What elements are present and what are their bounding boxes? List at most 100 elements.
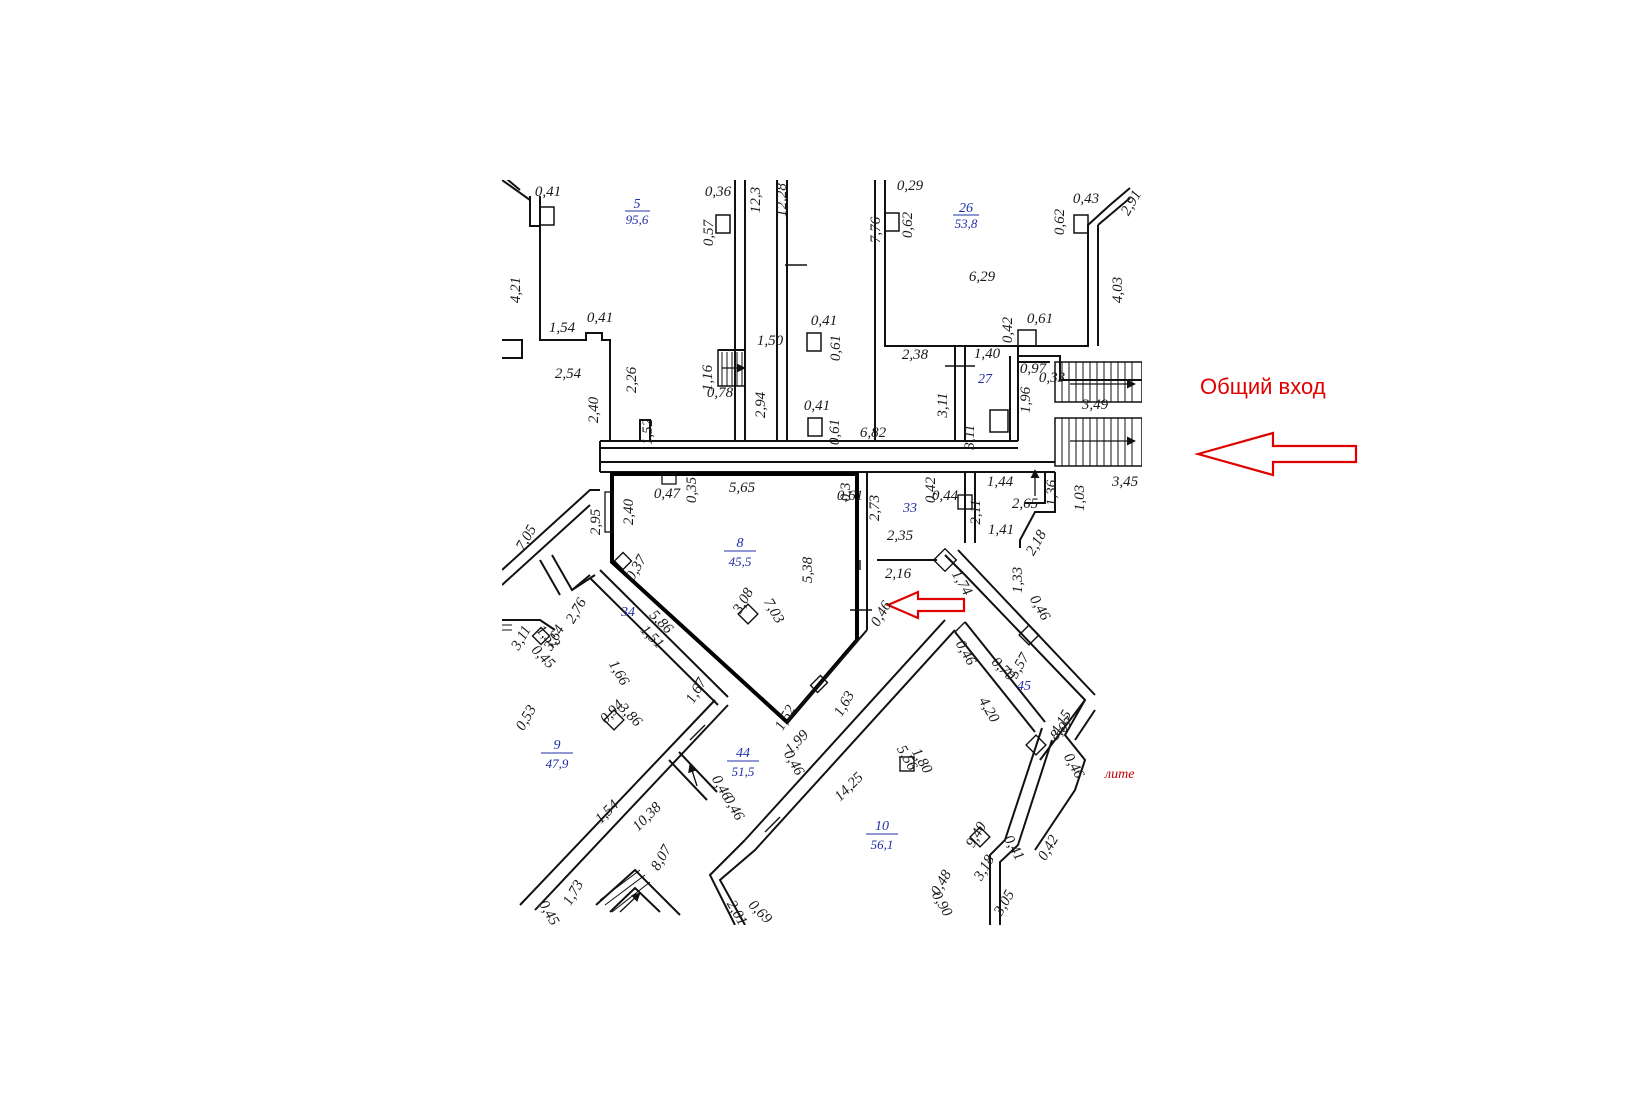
dimension-label: 4,21 [508, 277, 524, 303]
dimension-label: 8,07 [648, 841, 676, 873]
dimension-label: 1,52 [772, 702, 799, 733]
dimension-label: 0,62 [1052, 208, 1068, 235]
dimension-label: 0,44 [932, 488, 959, 504]
dimension-label: 2,76 [563, 595, 590, 626]
dimension-label: 6,82 [860, 425, 887, 441]
dimension-label: 1,50 [757, 333, 784, 349]
dimension-label: 0,35 [684, 476, 700, 503]
dimension-label: 2,18 [1023, 527, 1050, 558]
dimension-label: 1,74 [948, 568, 975, 599]
dimension-label: 4,03 [1110, 277, 1126, 303]
dimension-label: 0,33 [1039, 370, 1065, 386]
dimension-label: 2,91 [1118, 188, 1145, 219]
room-9-area: 47,9 [546, 756, 569, 771]
dimension-label: 0,46 [1026, 593, 1053, 624]
dimension-label: 1,67 [683, 674, 711, 706]
room-labels: 5 95,6 26 53,8 8 45,5 9 47,9 44 51,5 10 … [541, 197, 1031, 852]
dimension-label: 1,36 [1044, 479, 1060, 506]
dimension-label: 1,54 [549, 320, 576, 336]
room-26-number: 26 [959, 201, 973, 216]
dimension-label: 0,57 [701, 218, 717, 246]
dimension-label: 0,53 [513, 703, 540, 734]
stair-bottom-left [595, 868, 681, 916]
dimension-label: 9,40 [963, 819, 990, 850]
room-8-area: 45,5 [729, 554, 752, 569]
dimension-label: 1,63 [831, 689, 858, 720]
dimension-label: 2,54 [555, 366, 582, 382]
dimension-label: 0,29 [897, 178, 924, 194]
dimension-label: 4,20 [975, 695, 1002, 726]
dimension-label: 2,73 [867, 495, 883, 521]
dimension-label: 0,62 [900, 211, 916, 238]
room-44-number: 44 [736, 746, 750, 761]
dimension-label: 0,33 [0, 0, 13, 4]
dimension-label: 12,28 [774, 183, 790, 217]
dimension-label: 0,47 [654, 486, 682, 502]
dimension-label: 0,45 [535, 898, 562, 929]
entrance-pointer-arrow [1193, 431, 1358, 477]
dimension-label: 3,11 [935, 392, 951, 418]
dimension-label: 1,16 [700, 364, 716, 391]
dimension-label: 0,3 [838, 483, 854, 502]
dimension-label: 3,45 [1111, 474, 1139, 490]
dimension-label: 0,61 [1027, 311, 1053, 327]
dimension-label: 5,38 [800, 556, 816, 583]
dimension-label: 2,94 [753, 391, 769, 418]
dimension-label: 5,65 [729, 480, 756, 496]
dimension-label: 0,41 [587, 310, 613, 326]
dimension-label: 1,66 [605, 658, 632, 689]
dimension-label: 0,97 [1020, 361, 1048, 377]
dimension-label: 1,33 [1010, 567, 1026, 593]
room-9-number: 9 [554, 738, 561, 753]
dimension-label: 0,46 [952, 638, 979, 669]
dimension-label: 4,17 [0, 0, 15, 4]
room-44-area: 51,5 [732, 764, 755, 779]
room-27-number: 27 [978, 372, 993, 387]
dimension-label: 12,3 [748, 187, 764, 213]
dimension-label: 3,18 [971, 852, 999, 884]
dimension-label: 0,41 [535, 184, 561, 200]
dimension-label: 0,61 [827, 419, 843, 445]
dimension-label: 1,44 [987, 474, 1014, 490]
dimension-label: 3,49 [1081, 397, 1109, 413]
dimension-label: 3,08 [730, 585, 758, 617]
dimension-label: 0,43 [1073, 191, 1099, 207]
dimension-label: 2,40 [586, 396, 602, 423]
dimension-label: 0,46 [1060, 751, 1087, 782]
dimension-label: 0,61 [828, 335, 844, 361]
dimension-label: 1,03 [1072, 485, 1088, 511]
room-33-number: 33 [902, 501, 917, 516]
dimension-label: 0,41 [804, 398, 830, 414]
dimension-label: 0,42 [1000, 316, 1016, 343]
dimension-label: 0,90 [928, 889, 955, 920]
liter-label: лите [1104, 767, 1134, 782]
dimension-label: 0,46 [720, 793, 747, 824]
dimension-label: 5,57 [1006, 649, 1034, 681]
room-45-number: 45 [1017, 679, 1031, 694]
dimension-label: 0,69 [745, 897, 775, 927]
dimension-label: 2,65 [1012, 496, 1039, 512]
dimension-labels: 0,41 0,36 12,3 12,28 0,29 0,43 2,91 0,57 7,76 0,6… [0, 0, 1145, 929]
dimension-label: 2,11 [968, 499, 984, 524]
entrance-stairs [1018, 355, 1142, 467]
dimension-label: 2,38 [902, 347, 929, 363]
dimension-label: 1,41 [988, 522, 1014, 538]
dimension-label: 7,76 [868, 216, 884, 243]
dimension-label: 0,36 [705, 184, 732, 200]
dimension-label: 0,61 [837, 488, 863, 504]
dimension-label: 2,35 [887, 528, 914, 544]
dimension-label: 0,42 [1035, 832, 1062, 863]
dimension-label: 2,26 [624, 366, 640, 393]
dimension-label: 1,73 [560, 878, 587, 909]
dimension-label: 2,16 [885, 566, 912, 582]
dimension-label: 3,05 [991, 887, 1019, 919]
dimension-label: 3,11 [508, 623, 535, 654]
dimension-label: 0,41 [811, 313, 837, 329]
room-34-number: 34 [620, 605, 635, 620]
dimension-label: 0,42 [923, 476, 939, 503]
room-8-number: 8 [737, 536, 744, 551]
common-entrance-label: Общий вход [1200, 374, 1326, 399]
dimension-label: 1,51 [0, 0, 13, 4]
room-5-number: 5 [634, 197, 641, 212]
